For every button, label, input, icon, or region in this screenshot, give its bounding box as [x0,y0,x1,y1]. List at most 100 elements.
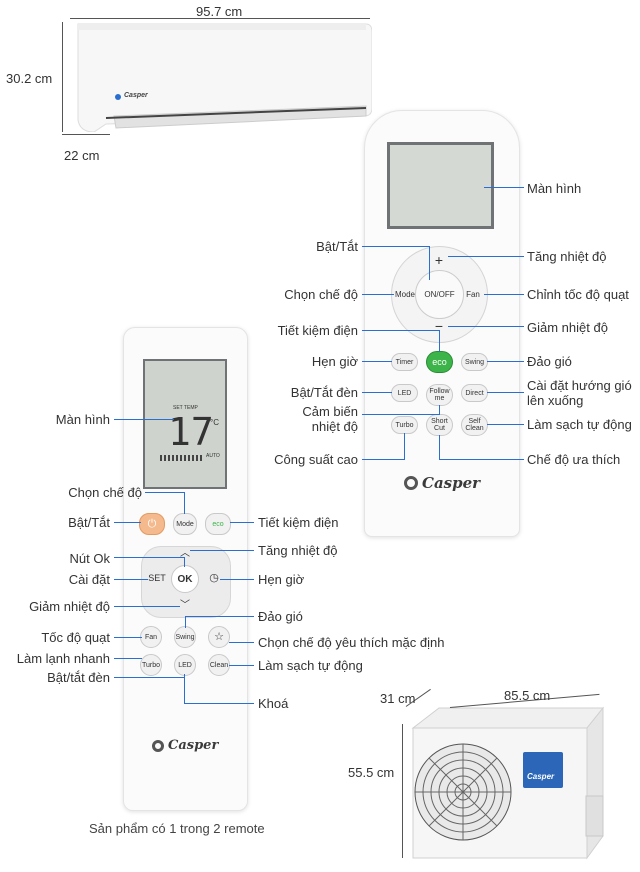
r2-label-mode: Chọn chế độ [68,485,142,500]
remote-1-temp-up-button[interactable]: + [434,251,444,268]
line-r1-swing [487,361,524,362]
remote-2-led-button[interactable]: LED [174,654,196,676]
remote-1-swing-button[interactable]: Swing [461,353,488,371]
remote-2-clean-button[interactable]: Clean [208,654,230,676]
remote-1-fan-button[interactable]: Fan [466,289,480,299]
remote-1-timer-button[interactable]: Timer [391,353,418,371]
outdoor-height-line [402,724,403,858]
r2-label-quickcool: Làm lạnh nhanh [16,651,110,666]
outdoor-unit: Casper [403,706,613,866]
chevron-down-icon: ﹀ [180,599,190,611]
remote-2-turbo-button[interactable]: Turbo [140,654,162,676]
line-r2-tempdown [114,606,180,607]
remote-2-screen-temp: 17 [168,410,214,454]
remote-2-logo: Casper [152,738,218,753]
remote-2-favorite-button[interactable]: ☆ [208,626,230,648]
r2-label-led: Bật/tắt đèn [47,670,110,685]
indoor-width-line [70,18,370,19]
remote-2-power-button[interactable]: ⏻ [139,513,165,535]
outdoor-unit-drawing [411,706,605,860]
remote-1-eco-button[interactable]: eco [426,351,453,373]
r1-label-timer: Hẹn giờ [311,354,358,369]
line-r2-mode-h [145,492,185,493]
star-icon: ☆ [214,630,224,643]
indoor-logo: Casper [124,92,148,99]
r2-label-tempup: Tăng nhiệt độ [258,543,338,558]
remote-1-brand: Casper [422,474,481,492]
r1-label-screen: Màn hình [527,181,582,196]
line-r2-tempup [190,550,254,551]
r1-label-led: Bật/Tắt đèn [290,385,358,400]
r2-label-selfclean: Làm sạch tự động [258,658,363,673]
line-r2-ok-v [184,557,185,567]
r1-label-mode: Chọn chế độ [284,287,358,302]
r1-label-direct: Cài đặt hướng gió lên xuống [527,378,632,408]
r1-label-follow: Cảm biến nhiệt độ [302,404,358,434]
remote-1-onoff-button[interactable]: ON/OFF [424,290,455,299]
line-r1-screen [484,187,524,188]
remote-1-follow-me-button[interactable]: Follow me [426,384,453,406]
r2-label-favorite: Chọn chế độ yêu thích mặc định [258,635,445,650]
remote-2-temp-up-button[interactable]: ︿ [178,546,192,560]
indoor-width-label: 95.7 cm [196,4,243,19]
r2-label-fan: Tốc độ quạt [41,630,110,645]
line-r1-turbo-h [362,459,405,460]
remote-1-logo: Casper [404,474,480,492]
remote-1-led-button[interactable]: LED [391,384,418,402]
remote-1-direct-button[interactable]: Direct [461,384,488,402]
remote-2-eco-button[interactable]: eco [205,513,231,535]
remote-1-turbo-button[interactable]: Turbo [391,416,418,434]
r2-label-eco: Tiết kiệm điện [258,515,339,530]
remote-2-screen [143,359,227,489]
r2-label-ok: Nút Ok [69,551,110,566]
line-r1-timer [362,361,392,362]
line-r1-fan [484,294,524,295]
line-r2-led-h [114,677,185,678]
line-r1-power-v [429,246,430,280]
line-r1-direct [487,392,524,393]
remote-1-temp-down-button[interactable]: − [434,317,444,334]
remote-2-temp-down-button[interactable]: ﹀ [178,598,192,612]
remote-2-screen-fan-bars [160,455,202,461]
r2-label-screen: Màn hình [55,412,110,427]
line-r2-led-v [184,674,185,678]
r1-label-power: Bật/Tắt [316,239,358,254]
footnote: Sản phẩm có 1 trong 2 remote [89,821,265,836]
remote-2-timer-button[interactable]: ◷ [205,570,223,586]
r1-label-tempdown: Giảm nhiệt độ [527,320,608,335]
line-r2-clean [229,665,254,666]
line-r1-follow-h [362,414,440,415]
r2-label-power: Bật/Tắt [68,515,110,530]
remote-1-mode-button[interactable]: Mode [394,289,415,299]
casper-logo-icon [152,739,164,752]
r2-label-swing: Đảo gió [258,609,303,624]
r1-label-eco: Tiết kiệm điện [277,323,358,338]
indoor-unit-drawing [77,23,373,133]
remote-1-selfclean-button[interactable]: Self Clean [461,414,488,436]
line-r2-mode-v [184,492,185,514]
r2-label-timer: Hẹn giờ [258,572,305,587]
remote-2-set-button[interactable]: SET [148,572,166,583]
remote-2-fan-button[interactable]: Fan [140,626,162,648]
remote-1-center-ring [415,270,464,319]
indoor-depth-label: 22 cm [64,148,100,163]
remote-1-shortcut-button[interactable]: Short Cut [426,414,453,436]
outdoor-depth-label: 31 cm [380,691,416,706]
r1-label-fan: Chỉnh tốc độ quạt [527,287,629,302]
line-r2-power [114,522,141,523]
indoor-height-line [62,22,63,132]
indoor-unit: Casper [66,20,373,133]
remote-2-swing-button[interactable]: Swing [174,626,196,648]
line-r1-selfclean [487,424,524,425]
line-r2-screen [114,419,174,420]
remote-2-screen-auto: AUTO [206,453,220,459]
line-r1-follow-v [439,405,440,415]
line-r2-timer [220,579,254,580]
line-r1-eco-v [439,330,440,352]
line-r2-swing-h [185,616,254,617]
outdoor-logo: Casper [527,772,555,781]
line-r1-turbo-v [404,433,405,460]
line-r2-lock-h [184,703,254,704]
remote-2-ok-button[interactable]: OK [171,565,199,593]
remote-2-mode-button[interactable]: Mode [173,513,197,535]
